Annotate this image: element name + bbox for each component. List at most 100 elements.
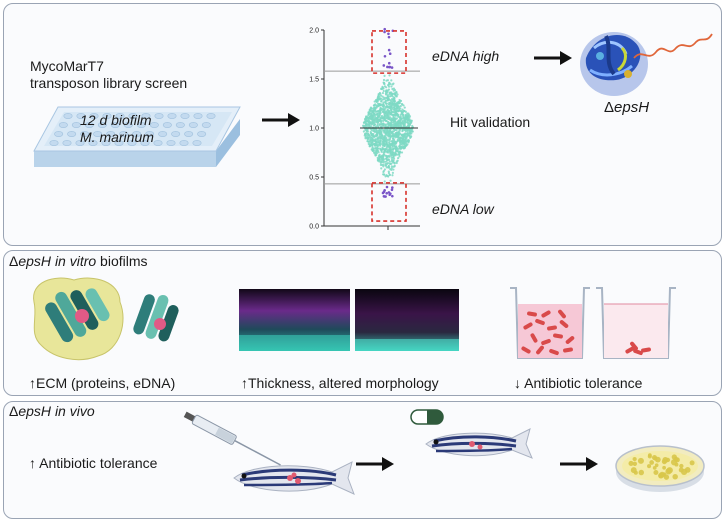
arrow-treatment-to-plate [560,457,598,471]
tolerance-label-in-vivo: ↑ Antibiotic tolerance [29,455,158,471]
colony [653,470,659,476]
arrow-injection-to-treatment [356,457,394,471]
plate-well [127,140,137,146]
bacterium [541,310,551,318]
plate-side [34,151,216,167]
plate-well [145,131,155,137]
hit-point-high [382,64,386,67]
plate-well [166,140,176,146]
edna-low-label: eDNA low [432,201,494,217]
bacterium [641,347,651,353]
edna-low-selection-box [371,182,407,222]
y-tick-label: 0.5 [309,175,319,182]
bacterium [523,322,533,330]
hit-point-high [390,66,394,69]
edna-scatter-plot: 2.01.51.00.50.0 [309,28,420,231]
colony [678,467,684,473]
hit-point-high [387,32,390,36]
bacterium [535,318,545,326]
hit-point-high [386,65,389,69]
delta-symbol: Δ [604,99,615,116]
colony [654,463,659,468]
colony [647,464,652,469]
colony [633,470,638,475]
plate-well [206,113,216,119]
plate-well [123,122,133,128]
plate-well [63,113,73,119]
title-delta-vivo: Δ [9,403,19,419]
plate-well [106,131,116,137]
y-tick-label: 1.0 [309,126,319,133]
hit-point-low [391,194,394,198]
plate-well [180,113,190,119]
plate-well [110,122,120,128]
in-vivo-panel-title: ΔepsH in vivo [9,403,95,419]
bacterial-colonies [628,453,695,480]
colony [662,457,669,464]
plate-well [102,113,112,119]
hit-point-low [385,191,388,195]
bacterium [547,325,557,331]
plate-well [97,122,107,128]
plate-well [93,131,103,137]
well-plate-illustration [33,106,241,167]
antibiotic-capsule-icon [410,409,444,425]
hit-point-high [387,48,391,52]
plate-well [136,122,146,128]
beaker-bacteria [521,309,651,356]
bacterium [541,338,551,346]
colony [689,460,695,466]
title-rest: biofilms [96,253,148,269]
plate-well [128,113,138,119]
title-in-vitro: in vitro [54,253,97,269]
scatter-points [362,74,415,183]
ecm-bacteria-cluster-icon [33,277,179,361]
plate-well [179,140,189,146]
plate-well [67,131,77,137]
plate-well [140,140,150,146]
plate-side-right [216,119,240,167]
title-in-vivo: in vivo [54,403,95,419]
title-gene-vivo: epsH [18,403,52,419]
plate-well [115,113,125,119]
in-vivo-panel [3,401,722,519]
plate-well [89,113,99,119]
plate-well [75,140,85,146]
plate-well [88,140,98,146]
colony [638,469,645,476]
colony [662,465,666,470]
arrow-screen-to-plot [262,113,300,127]
edna-high-label: eDNA high [432,48,500,64]
colony [653,456,658,461]
colony [632,461,638,466]
plate-well [197,131,207,137]
plate-wells [49,113,216,146]
y-tick-label: 0.0 [309,224,319,231]
hit-validation-label: Hit validation [450,114,531,130]
plate-well [192,140,202,146]
plate-inner [44,112,232,146]
library-label-line1: MycoMarT7 [30,58,104,74]
colony [658,473,664,479]
plate-well [167,113,177,119]
colony [674,457,680,463]
title-delta: Δ [9,253,19,269]
hit-point-high [387,65,391,69]
plate-well [54,131,64,137]
library-label-line2: transposon library screen [30,75,188,91]
colony [672,473,678,480]
hit-point-low [383,189,386,192]
bacterium [630,341,638,351]
hit-point-high [387,61,391,65]
gene-name: epsH [614,99,650,116]
hit-point-low [381,191,385,195]
hit-point-high [383,54,387,58]
plate-well [193,113,203,119]
hit-point-low [391,186,394,189]
colony [637,457,644,464]
biofilm-microscopy-wild-type [239,289,350,351]
plate-well [149,122,159,128]
hit-point-high [383,30,386,34]
hit-point-high [387,35,391,39]
plate-well [184,131,194,137]
